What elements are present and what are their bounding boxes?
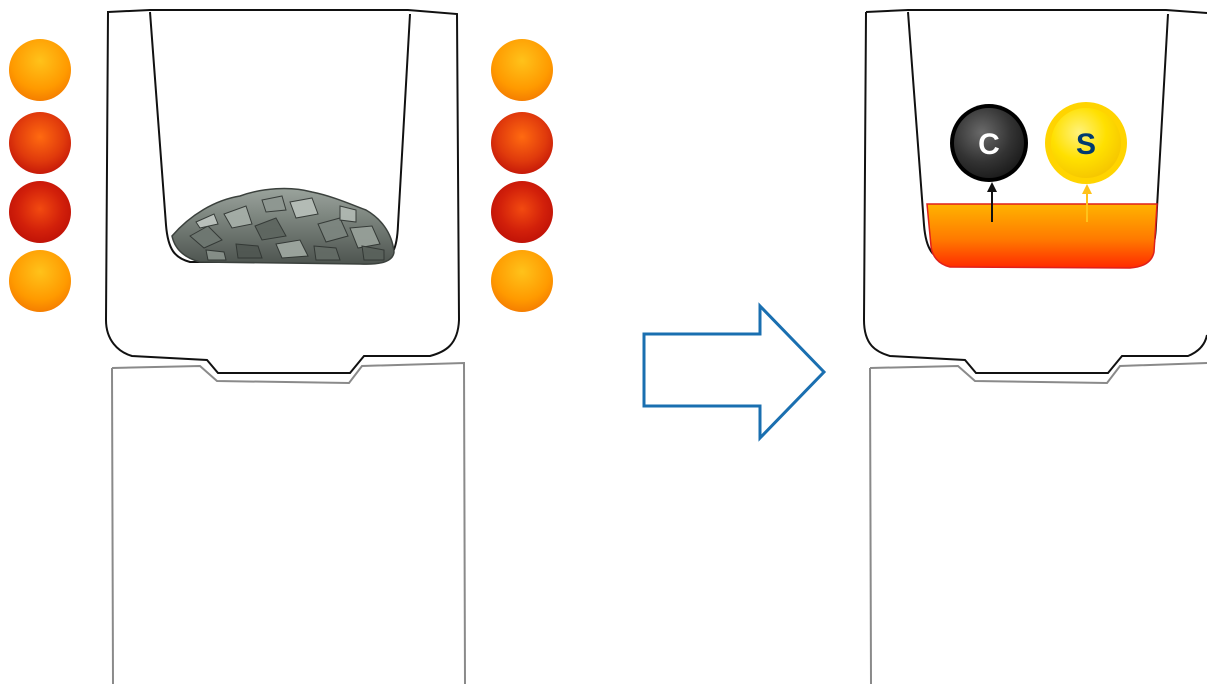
right-arrow-icon	[642, 302, 827, 442]
carbon-element-badge: C	[950, 104, 1028, 182]
sulfur-element-badge: S	[1045, 102, 1127, 184]
ore-rock-sample	[171, 187, 395, 265]
heater-column-left	[9, 39, 71, 312]
after-stage: C S	[862, 9, 1207, 684]
sulfur-symbol: S	[1076, 128, 1096, 161]
pedestal	[111, 361, 466, 684]
pedestal	[869, 362, 1207, 684]
sulfur-release-arrow	[1082, 184, 1092, 222]
before-stage	[9, 9, 553, 684]
heater	[9, 112, 71, 174]
heater	[9, 250, 71, 312]
heater-column-right	[491, 39, 553, 312]
heater	[491, 181, 553, 243]
carbon-release-arrow	[987, 182, 997, 222]
carbon-symbol: C	[978, 128, 1000, 161]
molten-sample	[926, 203, 1158, 269]
heater	[9, 39, 71, 101]
heater	[491, 250, 553, 312]
heater	[491, 39, 553, 101]
crucible	[862, 9, 1207, 374]
heater	[491, 112, 553, 174]
heater	[9, 181, 71, 243]
